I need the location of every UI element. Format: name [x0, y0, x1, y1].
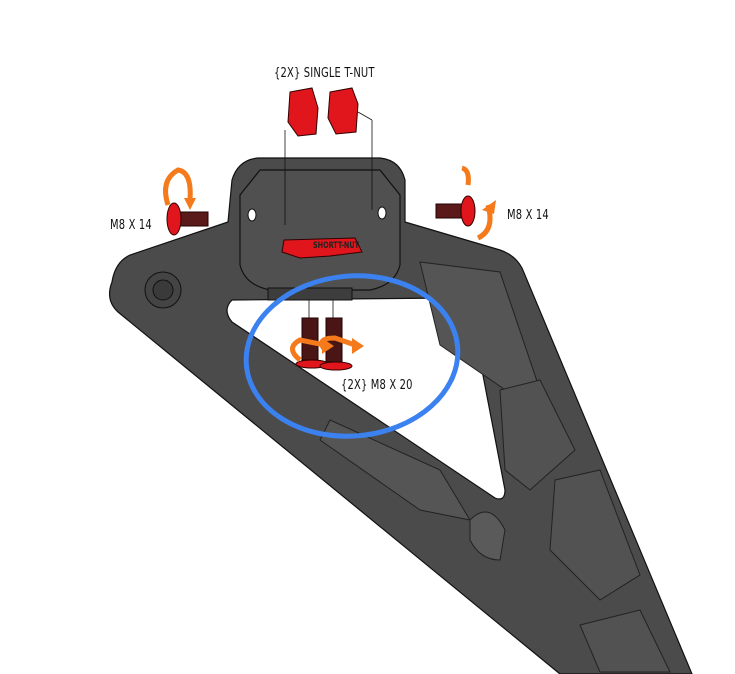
left-bolt	[179, 211, 209, 227]
bottom-bolts-label: {2X} M8 X 20	[341, 378, 413, 393]
highlight-ellipse	[243, 273, 461, 439]
short-nut-label: SHORTT-NUT	[313, 241, 359, 251]
right-bolt-label: M8 X 14	[507, 208, 549, 223]
t-nut-label: {2X} SINGLE T-NUT	[274, 66, 375, 81]
right-bolt	[435, 203, 465, 219]
t-nut-left	[287, 87, 319, 137]
arrow-heads-icon	[184, 198, 496, 354]
mount-block	[239, 169, 401, 291]
t-nut-right	[327, 87, 359, 135]
short-t-nut	[281, 237, 363, 259]
left-bolt-label: M8 X 14	[110, 218, 152, 233]
